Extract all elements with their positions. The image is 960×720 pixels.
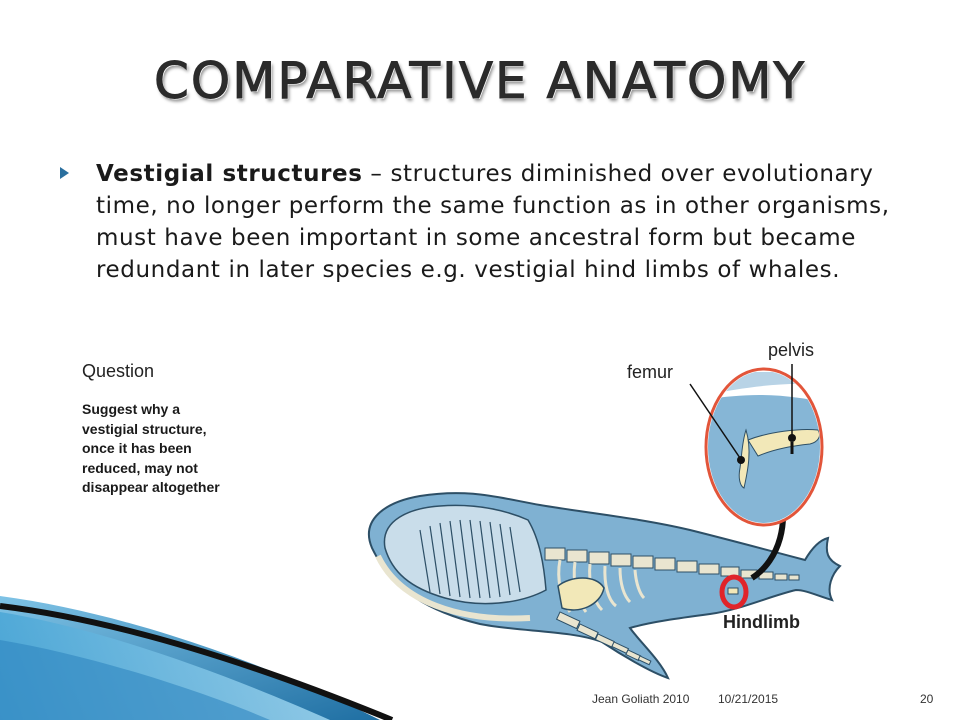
bullet-definition: – structures diminished over evolutionar… <box>96 161 890 283</box>
hindlimb-label: Hindlimb <box>723 612 800 632</box>
bullet-text: Vestigial structures – structures dimini… <box>96 158 910 286</box>
corner-wave-decoration <box>0 596 394 720</box>
femur-label: femur <box>627 362 674 382</box>
bullet-term: Vestigial structures <box>96 161 363 187</box>
footer-author: Jean Goliath 2010 <box>592 692 690 706</box>
footer-page-number: 20 <box>920 692 934 706</box>
question-label: Question <box>82 361 155 381</box>
question-text: Suggest why a vestigial structure, once … <box>82 401 220 495</box>
footer-date: 10/21/2015 <box>718 692 779 706</box>
pelvis-zoom-inset <box>689 364 824 527</box>
slide-title: COMPARATIVE ANATOMY <box>153 52 807 111</box>
bullet-point: Vestigial structures – structures dimini… <box>60 158 910 286</box>
hindlimb-highlight-circle <box>719 574 749 610</box>
pelvis-label: pelvis <box>768 340 815 360</box>
bullet-arrow-icon <box>60 167 69 179</box>
